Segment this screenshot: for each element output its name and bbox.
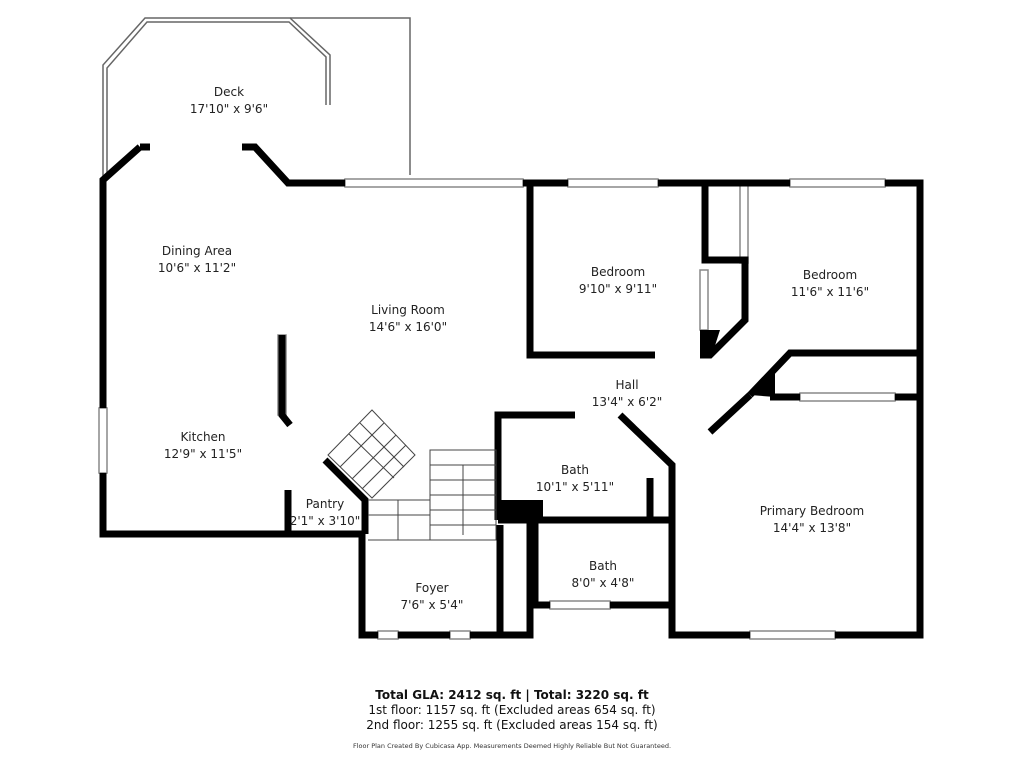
- deck-railing: [102, 17, 411, 180]
- room-label-living-room: Living Room 14'6" x 16'0": [369, 302, 447, 336]
- wall-block: [498, 500, 543, 522]
- room-label-pantry: Pantry 2'1" x 3'10": [290, 496, 361, 530]
- room-name: Hall: [615, 378, 639, 392]
- room-size: 10'6" x 11'2": [157, 261, 237, 275]
- room-name: Dining Area: [161, 244, 233, 258]
- wall-block: [700, 330, 720, 355]
- room-size: 11'6" x 11'6": [790, 285, 870, 299]
- room-size: 14'6" x 16'0": [368, 320, 448, 334]
- room-label-foyer: Foyer 7'6" x 5'4": [401, 580, 464, 614]
- room-size: 12'9" x 11'5": [163, 447, 243, 461]
- room-label-bedroom-2: Bedroom 11'6" x 11'6": [791, 267, 869, 301]
- room-label-kitchen: Kitchen 12'9" x 11'5": [164, 429, 242, 463]
- room-size: 17'10" x 9'6": [189, 102, 269, 116]
- room-size: 10'1" x 5'11": [535, 480, 615, 494]
- second-floor-area: 2nd floor: 1255 sq. ft (Excluded areas 1…: [366, 718, 658, 732]
- room-label-primary-bedroom: Primary Bedroom 14'4" x 13'8": [760, 503, 864, 537]
- room-size: 8'0" x 4'8": [571, 576, 635, 590]
- room-label-dining-area: Dining Area 10'6" x 11'2": [158, 243, 236, 277]
- room-name: Primary Bedroom: [759, 504, 865, 518]
- room-name: Kitchen: [180, 430, 226, 444]
- room-label-bedroom-1: Bedroom 9'10" x 9'11": [579, 264, 657, 298]
- room-label-hall: Hall 13'4" x 6'2": [592, 377, 663, 411]
- first-floor-area: 1st floor: 1157 sq. ft (Excluded areas 6…: [368, 703, 656, 717]
- room-name: Deck: [213, 85, 245, 99]
- room-label-deck: Deck 17'10" x 9'6": [190, 84, 268, 118]
- walls: [99, 143, 924, 639]
- room-name: Foyer: [415, 581, 449, 595]
- room-name: Living Room: [371, 303, 445, 317]
- room-name: Bedroom: [590, 265, 646, 279]
- room-size: 13'4" x 6'2": [591, 395, 663, 409]
- disclaimer: Floor Plan Created By Cubicasa App. Meas…: [352, 742, 672, 750]
- room-label-bath-1: Bath 10'1" x 5'11": [536, 462, 614, 496]
- room-name: Pantry: [305, 497, 345, 511]
- total-area: Total GLA: 2412 sq. ft | Total: 3220 sq.…: [375, 688, 649, 702]
- stairs: [327, 409, 497, 541]
- room-name: Bedroom: [802, 268, 858, 282]
- room-name: Bath: [589, 559, 617, 573]
- room-size: 2'1" x 3'10": [289, 514, 361, 528]
- room-size: 9'10" x 9'11": [578, 282, 658, 296]
- wall-block: [750, 370, 775, 397]
- room-label-bath-2: Bath 8'0" x 4'8": [572, 558, 635, 592]
- room-size: 7'6" x 5'4": [400, 598, 464, 612]
- room-name: Bath: [561, 463, 589, 477]
- room-size: 14'4" x 13'8": [772, 521, 852, 535]
